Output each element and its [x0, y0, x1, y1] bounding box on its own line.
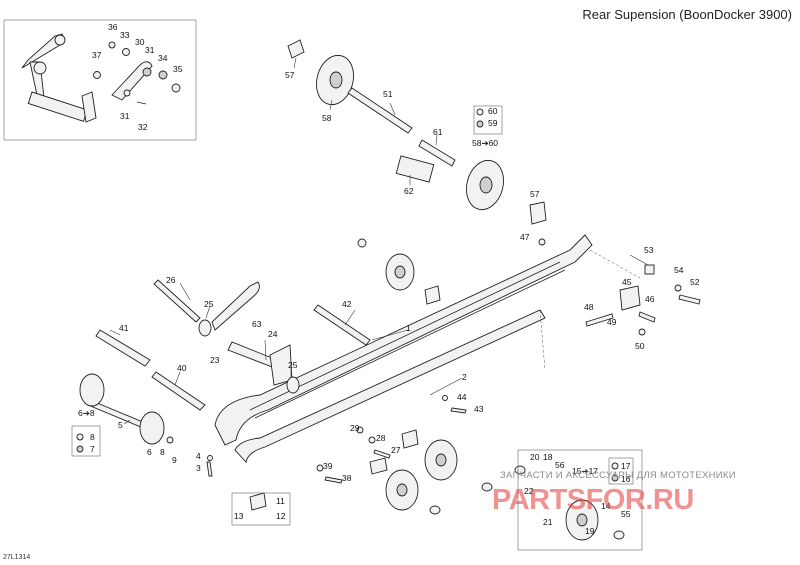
callout-51: 51	[383, 89, 393, 99]
callout-25a: 25	[204, 299, 214, 309]
callout-63: 63	[252, 319, 262, 329]
callout-22: 22	[524, 486, 534, 496]
callout-45: 45	[622, 277, 632, 287]
kit-box-lower-right	[517, 449, 643, 551]
wheels	[79, 253, 599, 541]
part-17-icon	[611, 462, 619, 470]
callout-9: 9	[172, 455, 177, 465]
callout-60: 60	[488, 106, 498, 116]
kit-box-15-17	[608, 457, 634, 485]
callout-61: 61	[433, 127, 443, 137]
callout-6: 6	[147, 447, 152, 457]
callout-3: 3	[196, 463, 201, 473]
callout-33: 33	[120, 30, 130, 40]
callout-39: 39	[323, 461, 333, 471]
callout-37: 37	[92, 50, 102, 60]
callout-29: 29	[350, 423, 360, 433]
callout-57b: 57	[530, 189, 540, 199]
callout-24: 24	[268, 329, 278, 339]
fasteners	[166, 238, 701, 540]
callout-59: 59	[488, 118, 498, 128]
callout-16: 16	[621, 474, 631, 484]
callout-27: 27	[391, 445, 401, 455]
callout-8: 8	[90, 432, 95, 442]
callout-12: 12	[276, 511, 286, 521]
callout-7: 7	[90, 444, 95, 454]
callout-47: 47	[520, 232, 530, 242]
callout-42: 42	[342, 299, 352, 309]
diagram-title: Rear Supension (BoonDocker 3900)	[582, 7, 792, 22]
callout-28: 28	[376, 433, 386, 443]
leader-lines	[109, 57, 649, 425]
callout-52: 52	[690, 277, 700, 287]
watermark-brand: PARTSFOR.RU	[492, 484, 694, 516]
part-59-icon	[476, 120, 484, 128]
callout-2: 2	[462, 372, 467, 382]
callout-23: 23	[210, 355, 220, 365]
callout-35: 35	[173, 64, 183, 74]
callout-30: 30	[135, 37, 145, 47]
callout-48: 48	[584, 302, 594, 312]
callout-1: 1	[406, 323, 411, 333]
kit-box-11-13	[231, 492, 291, 526]
watermark: ЗАПЧАСТИ И АКСЕССУАРЫ ДЛЯ МОТОТЕХНИКИ PA…	[490, 470, 790, 520]
kit-box-58-60	[473, 105, 503, 135]
callout-11: 11	[276, 496, 285, 506]
callout-54: 54	[674, 265, 684, 275]
rear-arm	[198, 281, 300, 394]
callout-32: 32	[138, 122, 148, 132]
callout-40: 40	[177, 363, 187, 373]
callout-31b: 31	[120, 111, 130, 121]
callout-15-17: 15➔17	[572, 466, 599, 476]
callout-53: 53	[644, 245, 654, 255]
inset-small-parts	[93, 41, 181, 105]
callout-14: 14	[601, 501, 611, 511]
callout-6-8: 6➔8	[78, 408, 95, 418]
callout-56: 56	[555, 460, 565, 470]
callout-46: 46	[645, 294, 655, 304]
document-reference: 27L1314	[3, 554, 31, 561]
callout-58-60: 58➔60	[472, 138, 499, 148]
callout-5: 5	[118, 420, 123, 430]
callout-26: 26	[166, 275, 176, 285]
callout-62: 62	[404, 186, 414, 196]
shafts	[87, 279, 371, 431]
callout-36: 36	[108, 22, 118, 32]
callout-44: 44	[457, 392, 467, 402]
callout-17: 17	[621, 461, 631, 471]
part-8-icon	[76, 433, 84, 441]
callout-8b: 8	[160, 447, 165, 457]
callout-41: 41	[119, 323, 129, 333]
callout-19: 19	[585, 526, 595, 536]
upper-idler-wheels	[287, 39, 547, 246]
callout-18: 18	[543, 452, 553, 462]
callout-49: 49	[607, 317, 617, 327]
part-7-icon	[76, 445, 84, 453]
part-60-icon	[476, 108, 484, 116]
callout-13: 13	[234, 511, 244, 521]
slide-rail-main	[214, 234, 593, 463]
callout-21: 21	[543, 517, 553, 527]
watermark-tagline: ЗАПЧАСТИ И АКСЕССУАРЫ ДЛЯ МОТОТЕХНИКИ	[500, 470, 736, 481]
callout-20: 20	[530, 452, 540, 462]
swing-arm-detail-drawing	[21, 33, 97, 123]
callout-4: 4	[196, 451, 201, 461]
kit-box-6-8	[71, 425, 101, 457]
callout-58: 58	[322, 113, 332, 123]
callout-34: 34	[158, 53, 168, 63]
callout-31a: 31	[145, 45, 155, 55]
inset-detail-frame	[3, 19, 197, 141]
part-16-icon	[611, 474, 619, 482]
callout-43: 43	[474, 404, 484, 414]
callout-25b: 25	[288, 360, 298, 370]
callout-55: 55	[621, 509, 631, 519]
callout-57a: 57	[285, 70, 295, 80]
callout-50: 50	[635, 341, 645, 351]
callout-38: 38	[342, 473, 352, 483]
